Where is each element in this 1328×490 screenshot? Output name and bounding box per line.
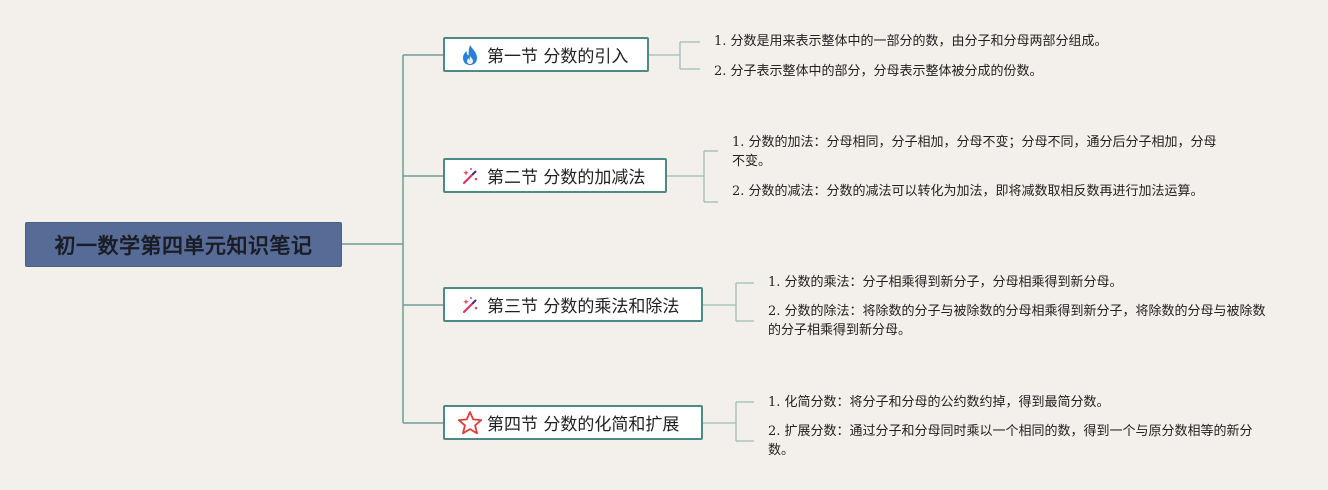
magic-wand-icon	[459, 165, 481, 187]
topic-2-note-2[interactable]: 2. 分数的减法：分数的减法可以转化为加法，即将减数取相反数再进行加法运算。	[732, 184, 1204, 199]
magic-wand-icon	[459, 294, 481, 316]
topic-1-note-2[interactable]: 2. 分子表示整体中的部分，分母表示整体被分成的份数。	[714, 64, 1043, 79]
topic-section-4[interactable]: 第四节 分数的化简和扩展	[443, 405, 703, 440]
topic-4-note-1[interactable]: 1. 化简分数：将分子和分母的公约数约掉，得到最简分数。	[768, 395, 1110, 410]
fire-icon	[459, 44, 481, 66]
root-topic[interactable]: 初一数学第四单元知识笔记	[25, 222, 342, 267]
topic-3-note-1[interactable]: 1. 分数的乘法：分子相乘得到新分子，分母相乘得到新分母。	[768, 275, 1123, 290]
topic-label: 第四节 分数的化简和扩展	[487, 415, 680, 435]
topic-section-3[interactable]: 第三节 分数的乘法和除法	[443, 287, 703, 322]
topic-4-note-2[interactable]: 2. 扩展分数：通过分子和分母同时乘以一个相同的数，得到一个与原分数相等的新分数…	[768, 424, 1253, 458]
root-title: 初一数学第四单元知识笔记	[54, 233, 313, 258]
topic-1-note-1[interactable]: 1. 分数是用来表示整体中的一部分的数，由分子和分母两部分组成。	[714, 34, 1108, 49]
topic-3-note-2[interactable]: 2. 分数的除法：将除数的分子与被除数的分母相乘得到新分子，将除数的分母与被除数…	[768, 304, 1266, 338]
topic-label: 第二节 分数的加减法	[487, 168, 646, 188]
topic-2-note-1[interactable]: 1. 分数的加法：分母相同，分子相加，分母不变；分母不同，通分后分子相加，分母不…	[732, 135, 1217, 169]
star-icon	[457, 410, 483, 436]
topic-section-2[interactable]: 第二节 分数的加减法	[443, 158, 667, 193]
topic-section-1[interactable]: 第一节 分数的引入	[443, 37, 649, 72]
topic-label: 第一节 分数的引入	[487, 47, 629, 67]
topic-label: 第三节 分数的乘法和除法	[487, 297, 680, 317]
